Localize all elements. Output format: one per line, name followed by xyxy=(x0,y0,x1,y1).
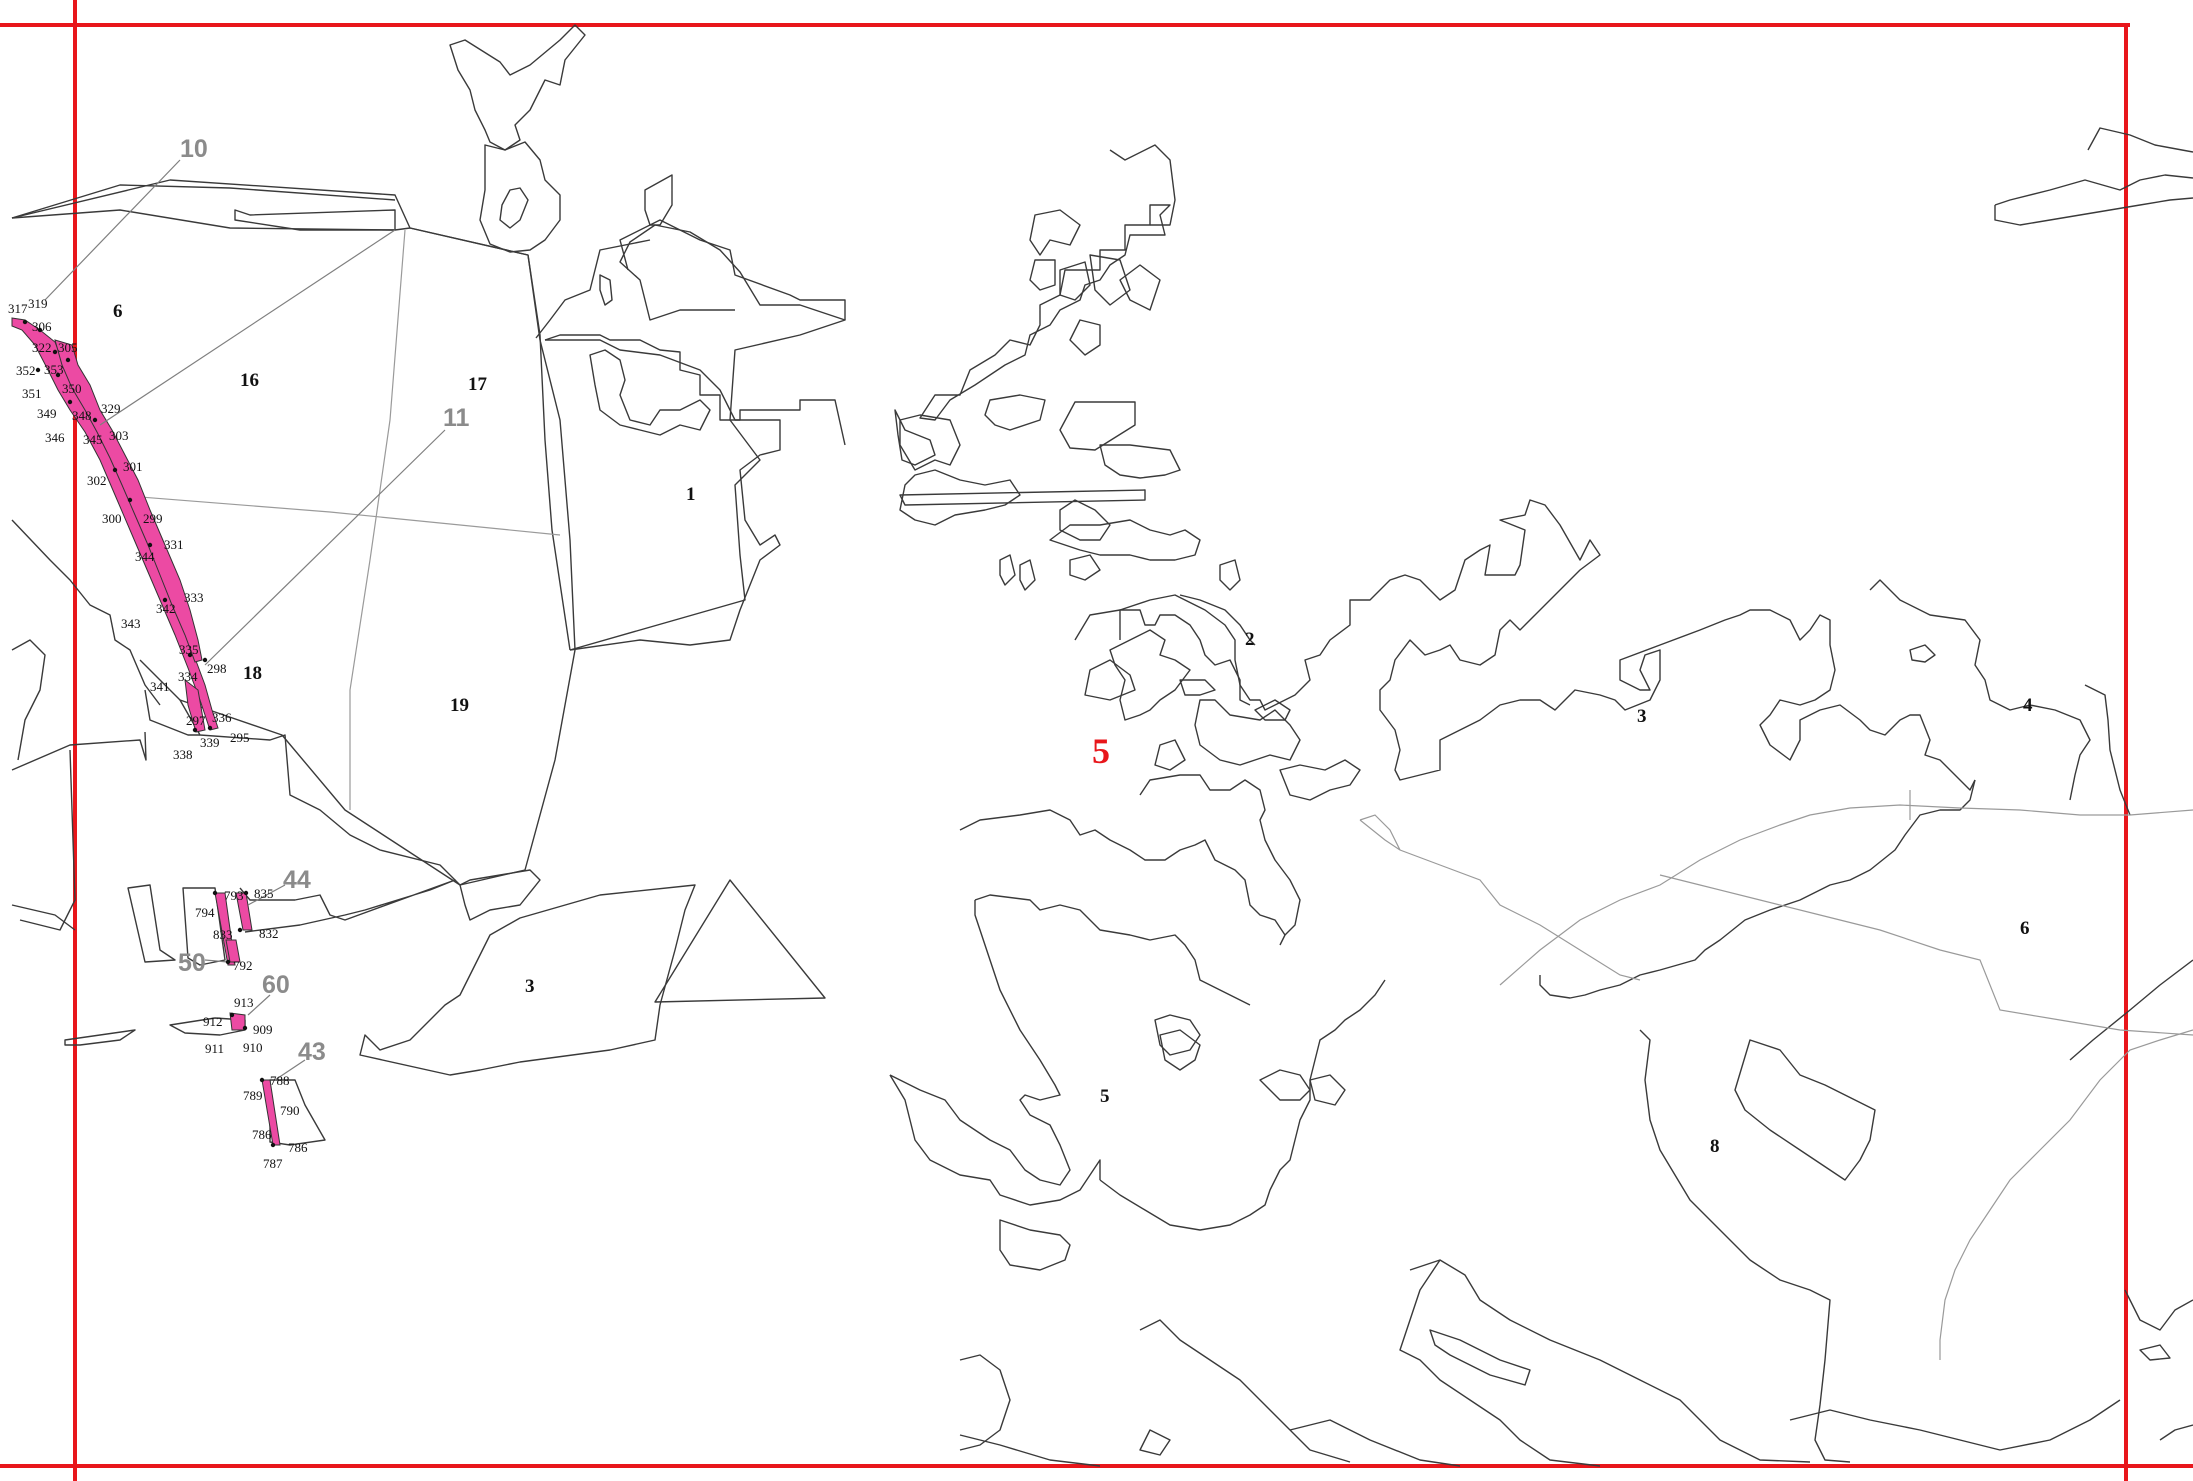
strip-44-c xyxy=(225,939,241,963)
point-label: 300 xyxy=(102,511,122,526)
point-label: 319 xyxy=(28,296,48,311)
parcel-label-6-right: 6 xyxy=(2020,918,2030,939)
parcel-label-6-left: 6 xyxy=(113,301,123,322)
parcel-boundaries-top xyxy=(449,24,846,446)
point-label: 333 xyxy=(184,590,204,605)
point-label: 322 xyxy=(32,340,52,355)
internal-lines-left xyxy=(114,229,561,810)
point-label: 303 xyxy=(109,428,129,443)
point-label: 789 xyxy=(243,1088,263,1103)
point-label: 912 xyxy=(203,1014,223,1029)
point-label: 299 xyxy=(143,511,163,526)
point-label: 349 xyxy=(37,406,57,421)
parcel-label-3-left: 3 xyxy=(525,976,535,997)
point-label: 911 xyxy=(205,1041,224,1056)
point-label: 336 xyxy=(212,710,232,725)
point-label: 341 xyxy=(150,679,170,694)
point-label: 794 xyxy=(195,905,215,920)
parcel-1 xyxy=(545,339,781,651)
strip-43 xyxy=(261,1079,281,1146)
point-label: 306 xyxy=(32,319,52,334)
callout-43: 43 xyxy=(298,1038,326,1066)
parcel-label-17: 17 xyxy=(468,374,488,395)
point-label: 298 xyxy=(207,661,227,676)
callout-11: 11 xyxy=(443,404,470,432)
point-label: 910 xyxy=(243,1040,263,1055)
point-label: 317 xyxy=(8,301,28,316)
point-label: 346 xyxy=(45,430,65,445)
point-label: 909 xyxy=(253,1022,273,1037)
point-label: 793 xyxy=(224,888,244,903)
point-label: 786 xyxy=(288,1140,308,1155)
point-label: 835 xyxy=(254,886,274,901)
strip-44-b xyxy=(235,892,253,931)
survey-points xyxy=(22,319,276,1148)
point-label: 329 xyxy=(101,401,121,416)
point-label: 913 xyxy=(234,995,254,1010)
point-label: 343 xyxy=(121,616,141,631)
point-label: 353 xyxy=(44,362,64,377)
parcel-label-16: 16 xyxy=(240,370,259,391)
parcel-labels: 6 16 17 1 18 19 3 2 3 4 6 5 8 xyxy=(113,301,2033,1157)
parcel-label-2: 2 xyxy=(1245,629,1255,650)
parcel-label-19: 19 xyxy=(450,695,469,716)
point-label: 351 xyxy=(22,386,42,401)
point-label: 352 xyxy=(16,363,36,378)
highlighted-strips xyxy=(11,317,281,1146)
point-label: 792 xyxy=(233,958,253,973)
point-label: 295 xyxy=(230,730,250,745)
strip-main-inner xyxy=(54,339,203,663)
callout-leaders xyxy=(44,159,446,1081)
point-label: 342 xyxy=(156,601,176,616)
callout-labels: 10 11 44 50 60 43 xyxy=(178,135,470,1066)
point-label: 331 xyxy=(164,537,184,552)
point-label: 338 xyxy=(173,747,193,762)
parcel-label-1: 1 xyxy=(686,484,696,505)
callout-50: 50 xyxy=(178,949,206,977)
point-label: 786 xyxy=(252,1127,272,1142)
parcel-label-5: 5 xyxy=(1100,1086,1110,1107)
point-label: 335 xyxy=(179,642,199,657)
parcel-label-4: 4 xyxy=(2023,695,2033,716)
point-labels: 317 319 306 322 305 352 353 350 351 349 … xyxy=(8,296,308,1171)
parcel-boundaries-left xyxy=(11,179,846,1146)
point-label: 305 xyxy=(58,340,78,355)
point-label: 301 xyxy=(123,459,143,474)
point-label: 344 xyxy=(135,549,155,564)
parcel-label-3-right: 3 xyxy=(1637,706,1647,727)
point-label: 833 xyxy=(213,927,233,942)
internal-lines-right xyxy=(1359,790,2193,1360)
point-label: 334 xyxy=(178,669,198,684)
point-label: 788 xyxy=(270,1073,290,1088)
callout-10: 10 xyxy=(180,135,208,163)
point-label: 350 xyxy=(62,381,82,396)
parcel-label-18: 18 xyxy=(243,663,262,684)
parcel-label-8: 8 xyxy=(1710,1136,1720,1157)
point-label: 787 xyxy=(263,1156,283,1171)
point-label: 339 xyxy=(200,735,220,750)
point-label: 832 xyxy=(259,926,279,941)
point-label: 348 xyxy=(72,408,92,423)
callout-44: 44 xyxy=(283,866,311,894)
point-label: 790 xyxy=(280,1103,300,1118)
point-label: 297 xyxy=(186,713,206,728)
sheet-number: 5 xyxy=(1092,731,1110,771)
callout-60: 60 xyxy=(262,971,290,999)
point-label: 345 xyxy=(83,432,103,447)
strip-lower xyxy=(184,678,206,733)
point-label: 302 xyxy=(87,473,107,488)
parcel-boundaries-central xyxy=(889,127,2193,1467)
